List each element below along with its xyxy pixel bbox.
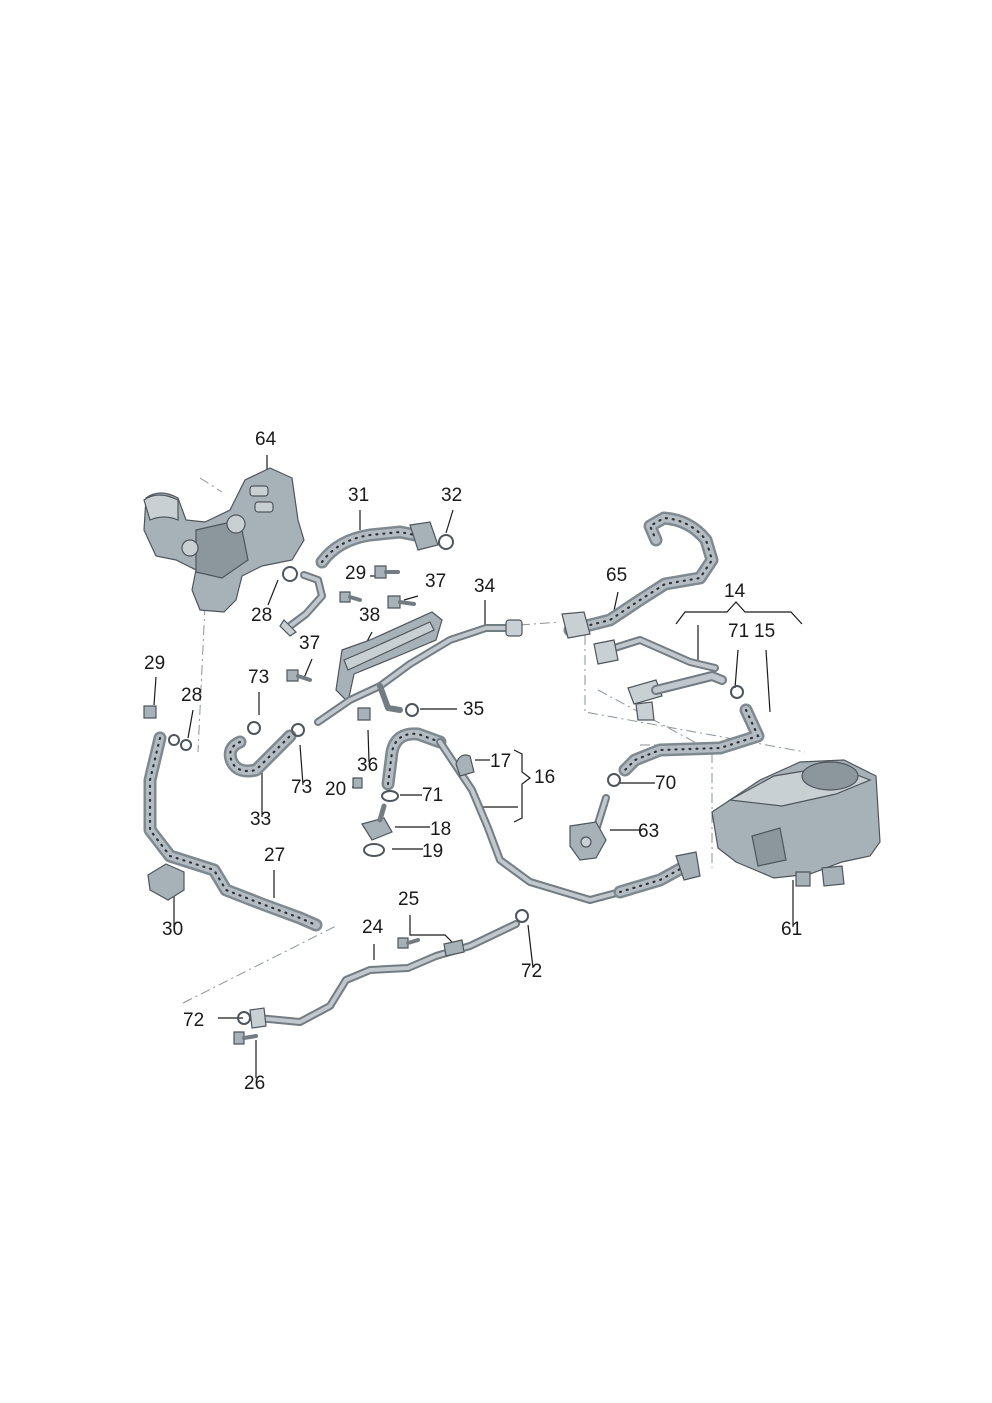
hose-31: [315, 521, 454, 569]
part-label-34[interactable]: 34: [474, 576, 496, 597]
part-label-26[interactable]: 26: [244, 1073, 266, 1094]
part-label-61[interactable]: 61: [781, 919, 803, 940]
part-label-31[interactable]: 31: [348, 485, 370, 506]
part-label-73a[interactable]: 73: [248, 667, 270, 688]
part-label-38[interactable]: 38: [359, 605, 381, 626]
part-label-72b[interactable]: 72: [183, 1010, 205, 1031]
part-label-71b[interactable]: 71: [422, 785, 444, 806]
part-label-14[interactable]: 14: [724, 581, 746, 602]
part-label-16[interactable]: 16: [534, 767, 556, 788]
small-fittings: [361, 754, 475, 857]
part-label-19[interactable]: 19: [422, 841, 444, 862]
part-label-36[interactable]: 36: [357, 755, 379, 776]
part-label-73b[interactable]: 73: [291, 777, 313, 798]
part-label-29b[interactable]: 29: [144, 653, 166, 674]
part-label-70[interactable]: 70: [655, 773, 677, 794]
part-label-37b[interactable]: 37: [299, 633, 321, 654]
part-label-64[interactable]: 64: [255, 429, 277, 450]
bolts: [143, 565, 420, 1045]
line-16: [436, 738, 701, 904]
line-24: [237, 909, 529, 1029]
hose-36: [381, 727, 447, 791]
pipe-34: [314, 619, 523, 726]
part-label-72a[interactable]: 72: [521, 961, 543, 982]
part-label-27[interactable]: 27: [264, 845, 286, 866]
pipe-63: [569, 794, 610, 861]
part-label-15[interactable]: 15: [754, 621, 776, 642]
water-pump-housing: [143, 467, 305, 613]
clip-30: [147, 863, 185, 901]
part-label-65[interactable]: 65: [606, 565, 628, 586]
part-label-18[interactable]: 18: [430, 819, 452, 840]
part-label-29a[interactable]: 29: [345, 563, 367, 584]
part-label-37a[interactable]: 37: [425, 571, 447, 592]
pipe-stub-28: [279, 566, 326, 637]
part-label-33[interactable]: 33: [250, 809, 272, 830]
hose-assembly-14: [593, 636, 765, 787]
part-label-28b[interactable]: 28: [181, 685, 203, 706]
part-label-17[interactable]: 17: [490, 751, 512, 772]
part-label-30[interactable]: 30: [162, 919, 184, 940]
part-label-24[interactable]: 24: [362, 917, 384, 938]
hose-33: [223, 721, 305, 778]
part-label-32[interactable]: 32: [441, 485, 463, 506]
expansion-tank-61: [711, 759, 881, 887]
part-label-71a[interactable]: 71: [728, 621, 750, 642]
part-label-28a[interactable]: 28: [251, 605, 273, 626]
hose-27: [143, 731, 323, 932]
part-label-35[interactable]: 35: [463, 699, 485, 720]
hose-65: [561, 511, 719, 639]
part-label-20[interactable]: 20: [325, 779, 347, 800]
part-label-63[interactable]: 63: [638, 821, 660, 842]
bracket-38: [335, 611, 443, 704]
part-label-25[interactable]: 25: [398, 889, 420, 910]
group-braces: [513, 601, 803, 823]
